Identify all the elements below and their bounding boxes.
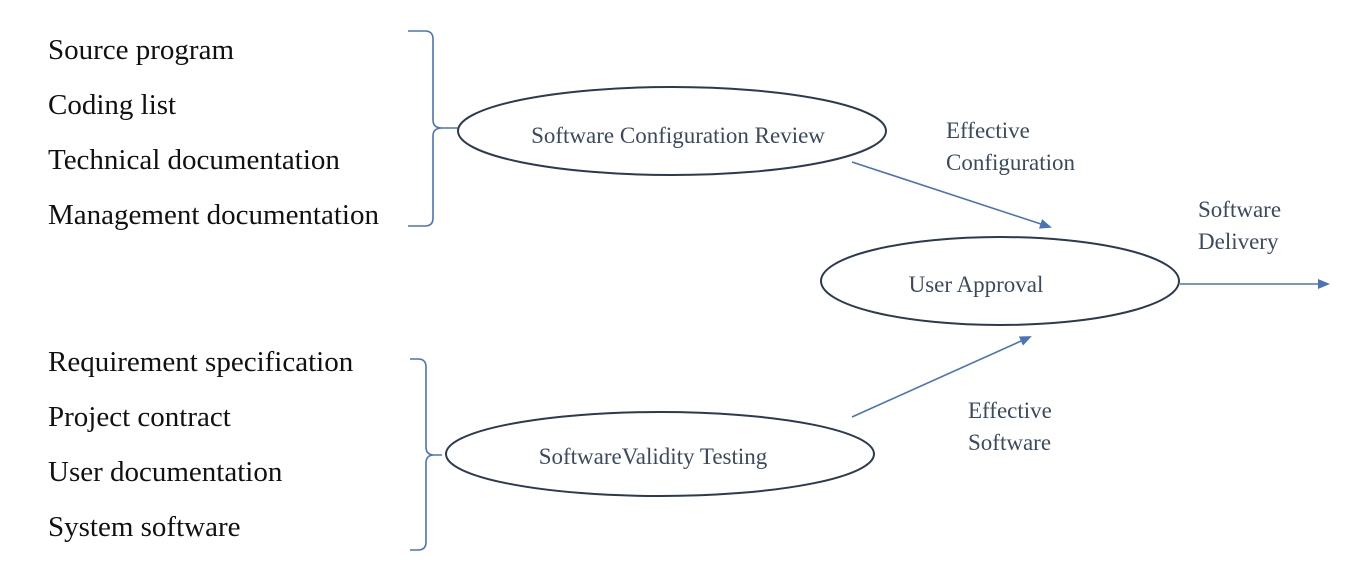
config-review-ellipse bbox=[457, 86, 887, 176]
validity-input-item: User documentation bbox=[48, 456, 283, 488]
validity-input-item: System software bbox=[48, 511, 241, 543]
delivery-edge-label: Software Delivery bbox=[1198, 197, 1281, 254]
config-inputs-brace bbox=[408, 30, 458, 227]
validity-edge-label-line: Software bbox=[968, 430, 1051, 455]
config-input-item: Coding list bbox=[48, 89, 176, 121]
validity-to-approval-arrow bbox=[851, 336, 1032, 418]
validity-input-item: Project contract bbox=[48, 401, 231, 433]
validity-edge-label: Effective Software bbox=[968, 398, 1052, 455]
config-to-approval-arrow bbox=[851, 161, 1052, 229]
config-edge-label-line: Effective bbox=[946, 118, 1030, 143]
user-approval-label: User Approval bbox=[909, 272, 1044, 297]
validity-testing-node: SoftwareValidity Testing bbox=[445, 411, 875, 497]
validity-testing-label: SoftwareValidity Testing bbox=[539, 444, 768, 469]
config-review-label: Software Configuration Review bbox=[531, 123, 825, 148]
user-approval-ellipse bbox=[820, 236, 1180, 326]
validity-inputs-brace bbox=[410, 358, 442, 551]
config-input-item: Source program bbox=[48, 34, 234, 66]
config-input-item: Technical documentation bbox=[48, 144, 340, 176]
config-edge-label-line: Configuration bbox=[946, 150, 1076, 175]
config-edge-label: Effective Configuration bbox=[946, 118, 1076, 175]
validity-testing-ellipse bbox=[445, 411, 875, 497]
config-inputs-list: Source program Coding list Technical doc… bbox=[48, 34, 379, 231]
user-approval-node: User Approval bbox=[820, 236, 1180, 326]
validity-edge-label-line: Effective bbox=[968, 398, 1052, 423]
delivery-edge-label-line: Software bbox=[1198, 197, 1281, 222]
config-review-node: Software Configuration Review bbox=[457, 86, 887, 176]
config-input-item: Management documentation bbox=[48, 199, 379, 231]
validity-input-item: Requirement specification bbox=[48, 346, 354, 378]
delivery-edge-label-line: Delivery bbox=[1198, 229, 1279, 254]
validity-inputs-list: Requirement specification Project contra… bbox=[48, 346, 354, 543]
